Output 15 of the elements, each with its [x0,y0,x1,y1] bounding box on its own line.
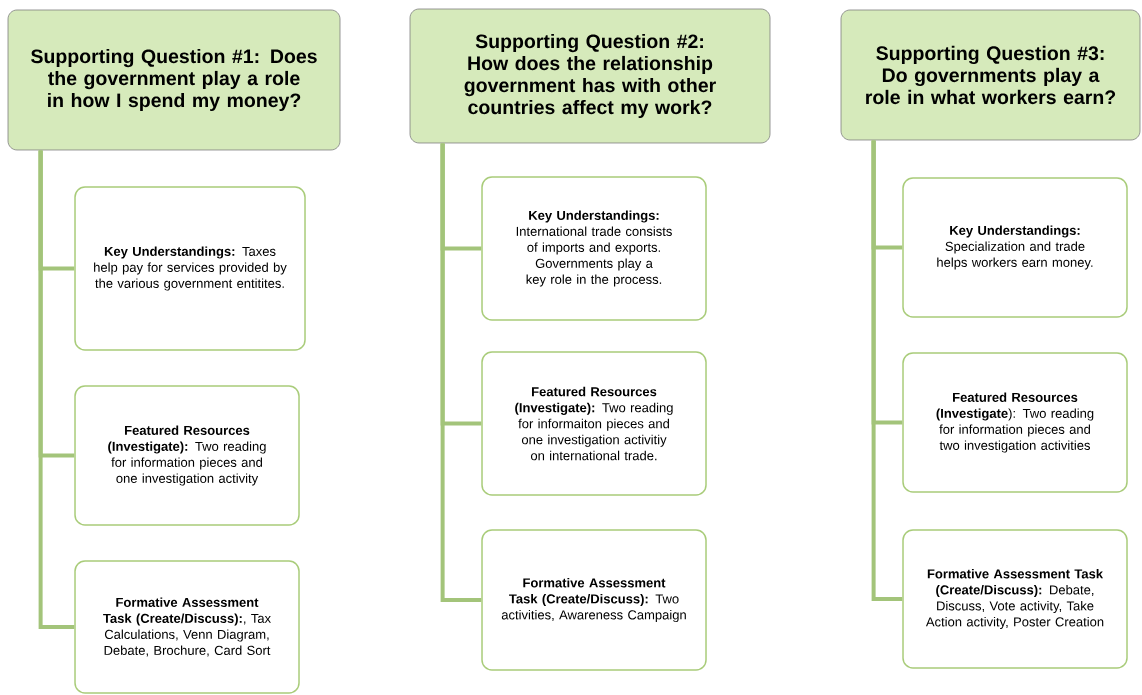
content-box: Key Understandings: Specialization and trade helps workers earn money. [902,177,1128,318]
content-box: Key Understandings: Taxes help pay for services provided by the various government entitites. [74,186,306,351]
content-box: Featured Resources (Investigate): Two reading for information pieces and one investigation activity [74,385,300,526]
question-box: Supporting Question #1: Does the government play a role in how I spend my money? [7,9,341,151]
content-box: Formative Assessment Task (Create/Discuss):, Tax Calculations, Venn Diagram, Debate, Brochure, Card Sort [74,560,300,694]
question-box: Supporting Question #3: Do governments play a role in what workers earn? [840,9,1141,141]
content-box: Featured Resources (Investigate): Two reading for informaiton pieces and one investigation activitiy on international trade. [481,351,707,496]
connector-line [38,150,75,629]
content-box: Key Understandings: International trade consists of imports and exports. Governments play a key role in the process. [481,176,707,321]
connector-line [871,140,903,601]
connector-line [440,143,482,602]
content-box: Featured Resources (Investigate): Two reading for information pieces and two investigation activities [902,352,1128,493]
question-box: Supporting Question #2: How does the relationship government has with other countries affect my work? [409,8,771,144]
content-box: Formative Assessment Task (Create/Discuss): Two activities, Awareness Campaign [481,529,707,671]
content-box: Formative Assessment Task (Create/Discuss): Debate, Discuss, Vote activity, Take Action activity, Poster Creation [902,529,1128,669]
